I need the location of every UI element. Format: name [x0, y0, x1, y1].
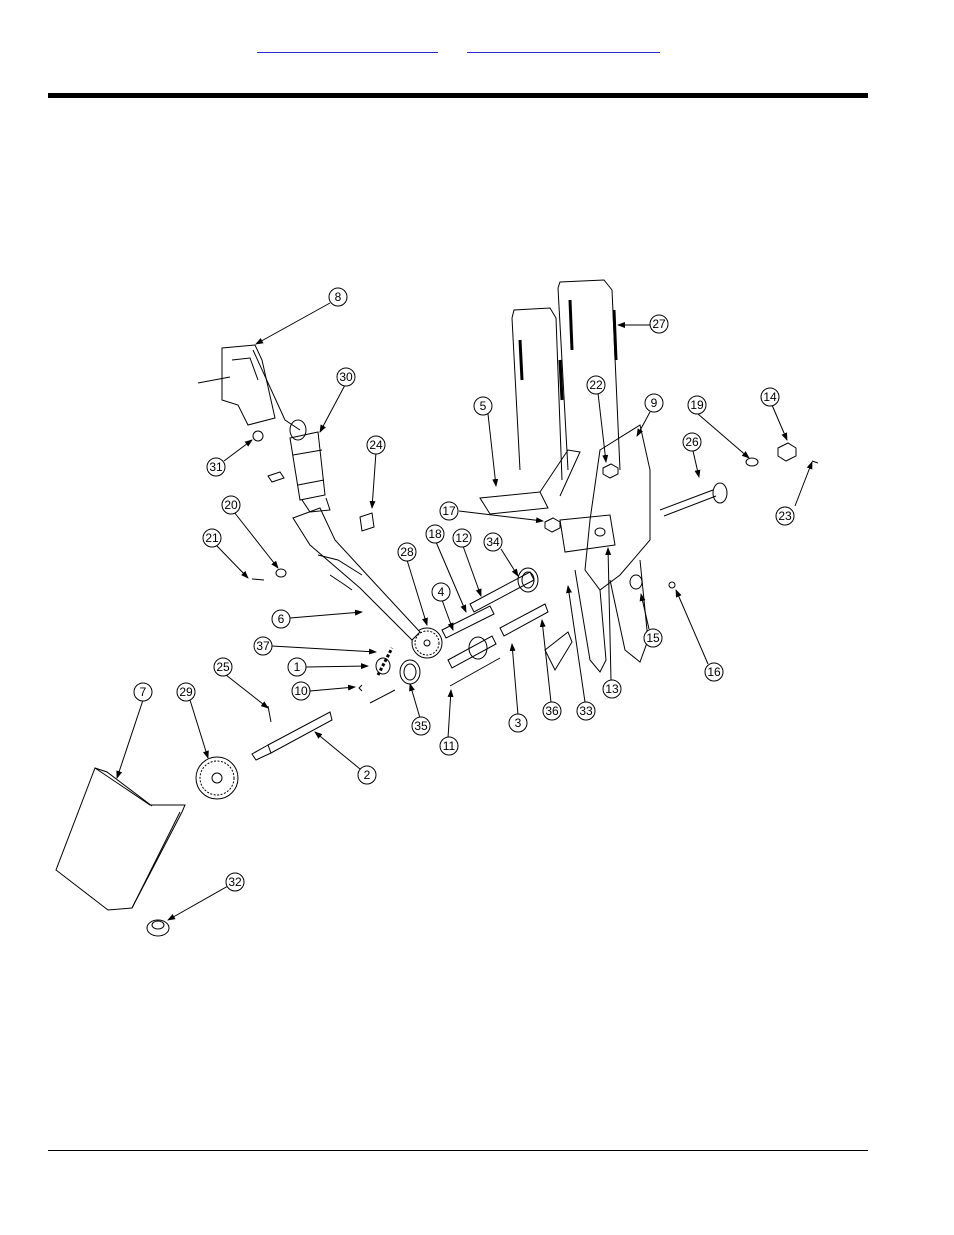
callout-35: 35 — [412, 717, 430, 735]
callout-17: 17 — [440, 502, 458, 520]
callout-29: 29 — [177, 683, 195, 701]
callout-14: 14 — [761, 388, 779, 406]
callout-33: 33 — [577, 702, 595, 720]
leader-lines — [117, 303, 812, 920]
callout-9: 9 — [645, 394, 663, 412]
callout-label: 9 — [651, 396, 658, 410]
callout-label: 4 — [438, 585, 445, 599]
callout-34: 34 — [484, 533, 502, 551]
callout-label: 18 — [428, 527, 442, 541]
callout-22: 22 — [587, 376, 605, 394]
callout-label: 26 — [685, 435, 699, 449]
callout-25: 25 — [214, 658, 232, 676]
callout-15: 15 — [644, 629, 662, 647]
callout-label: 2 — [364, 768, 371, 782]
callout-21: 21 — [203, 529, 221, 547]
callout-7: 7 — [134, 683, 152, 701]
callout-label: 25 — [216, 660, 230, 674]
callout-label: 6 — [278, 612, 285, 626]
callout-24: 24 — [367, 436, 385, 454]
callout-31: 31 — [207, 458, 225, 476]
callout-26: 26 — [683, 433, 701, 451]
callout-label: 12 — [455, 531, 469, 545]
callout-1: 1 — [288, 658, 306, 676]
callout-10: 10 — [292, 682, 310, 700]
callout-32: 32 — [226, 873, 244, 891]
callout-label: 20 — [224, 498, 238, 512]
callout-label: 32 — [228, 875, 242, 889]
callout-label: 33 — [579, 704, 593, 718]
callout-label: 14 — [763, 390, 777, 404]
callout-28: 28 — [398, 543, 416, 561]
callout-16: 16 — [705, 663, 723, 681]
callout-label: 35 — [414, 719, 428, 733]
callout-30: 30 — [337, 368, 355, 386]
callout-label: 31 — [209, 460, 223, 474]
callout-12: 12 — [453, 529, 471, 547]
callout-6: 6 — [272, 610, 290, 628]
callout-label: 23 — [778, 509, 792, 523]
callout-2: 2 — [358, 766, 376, 784]
callout-label: 19 — [690, 398, 704, 412]
callout-label: 29 — [179, 685, 193, 699]
callout-label: 16 — [707, 665, 721, 679]
footer-rule — [48, 1150, 868, 1151]
parts-drawing — [56, 280, 818, 936]
callout-label: 34 — [486, 535, 500, 549]
callout-label: 22 — [589, 378, 603, 392]
callout-label: 10 — [294, 684, 308, 698]
callout-label: 7 — [140, 685, 147, 699]
callout-37: 37 — [254, 637, 272, 655]
callout-11: 11 — [440, 737, 458, 755]
callout-18: 18 — [426, 525, 444, 543]
callout-27: 27 — [650, 315, 668, 333]
callout-label: 17 — [442, 504, 456, 518]
callout-label: 8 — [335, 290, 342, 304]
callout-label: 28 — [400, 545, 414, 559]
callout-label: 21 — [205, 531, 219, 545]
callout-4: 4 — [432, 583, 450, 601]
callout-5: 5 — [474, 397, 492, 415]
callout-label: 11 — [443, 739, 456, 753]
callout-label: 15 — [646, 631, 660, 645]
callout-label: 3 — [515, 716, 522, 730]
callout-label: 37 — [256, 639, 270, 653]
callout-label: 5 — [480, 399, 487, 413]
callout-20: 20 — [222, 496, 240, 514]
callout-label: 27 — [652, 317, 666, 331]
callout-8: 8 — [329, 288, 347, 306]
callout-36: 36 — [543, 702, 561, 720]
callout-19: 19 — [688, 396, 706, 414]
callout-label: 1 — [294, 660, 301, 674]
callout-3: 3 — [509, 714, 527, 732]
callout-label: 30 — [339, 370, 353, 384]
callout-label: 24 — [369, 438, 383, 452]
callout-13: 13 — [603, 680, 621, 698]
callout-label: 36 — [545, 704, 559, 718]
callout-23: 23 — [776, 507, 794, 525]
callout-label: 13 — [605, 682, 619, 696]
